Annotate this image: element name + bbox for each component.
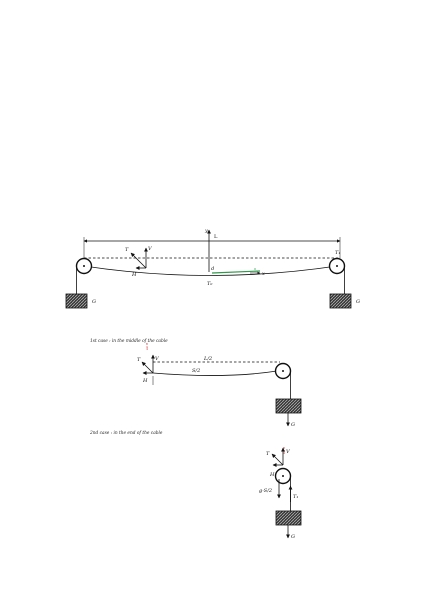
right-pulley-hub-icon	[336, 265, 338, 267]
case1-cable-curve	[152, 370, 278, 376]
case2-caption: 2nd case : in the end of the cable	[89, 431, 163, 436]
left-T-label: T	[125, 247, 129, 253]
sag-label: d	[211, 266, 214, 272]
left-pulley-hub-icon	[83, 265, 85, 267]
case1-weight-label: G	[291, 422, 295, 428]
case2-weight-label: G	[291, 534, 295, 540]
right-T-label: T₁	[335, 250, 340, 256]
case2-T1-label: T₁	[293, 494, 298, 500]
cable-curve	[83, 265, 338, 276]
case1-caption: 1st case : in the middle of the cable	[90, 339, 168, 344]
mid-T0-label: T₀	[207, 281, 212, 287]
case1-half-span-label: L/2	[203, 356, 212, 362]
case2-weight-block-icon	[275, 510, 302, 526]
case2-S-half-label: g·S/2	[259, 488, 272, 494]
case2-pulley-hub-icon	[282, 475, 284, 477]
case1-red-label: sin θ	[145, 343, 149, 350]
y-axis-label: y	[204, 228, 208, 234]
case1-arc-label: S/2	[192, 368, 200, 374]
right-weight-block-icon	[329, 293, 352, 309]
case2-figure: 2nd case : in the end of the cable sin θ…	[89, 431, 302, 540]
case1-T-label: T	[137, 357, 141, 363]
x-axis-label: x	[262, 271, 265, 277]
case2-H-label: H	[269, 472, 275, 478]
case1-weight-block-icon	[275, 398, 302, 414]
left-H-label: H	[131, 272, 137, 278]
right-weight-label: G	[356, 299, 360, 305]
case1-figure: 1st case : in the middle of the cable si…	[90, 339, 302, 428]
case1-pulley-hub-icon	[282, 370, 284, 372]
case2-T-label: T	[266, 451, 270, 457]
left-tension-arrow	[130, 252, 147, 269]
left-weight-label: G	[92, 299, 96, 305]
green-note: x	[254, 267, 256, 271]
left-weight-block-icon	[65, 293, 88, 309]
case1-tension-arrow	[141, 361, 154, 374]
top-figure: L y x x d T₀ T V H T₁ G	[65, 228, 360, 309]
case2-V-label: V	[286, 449, 291, 455]
left-V-label: V	[148, 246, 153, 252]
case2-tension-arrow	[271, 453, 284, 466]
span-label: L	[214, 234, 218, 240]
case1-V-label: V	[155, 356, 160, 362]
case1-H-label: H	[142, 378, 148, 384]
green-highlight-segment	[211, 270, 261, 274]
